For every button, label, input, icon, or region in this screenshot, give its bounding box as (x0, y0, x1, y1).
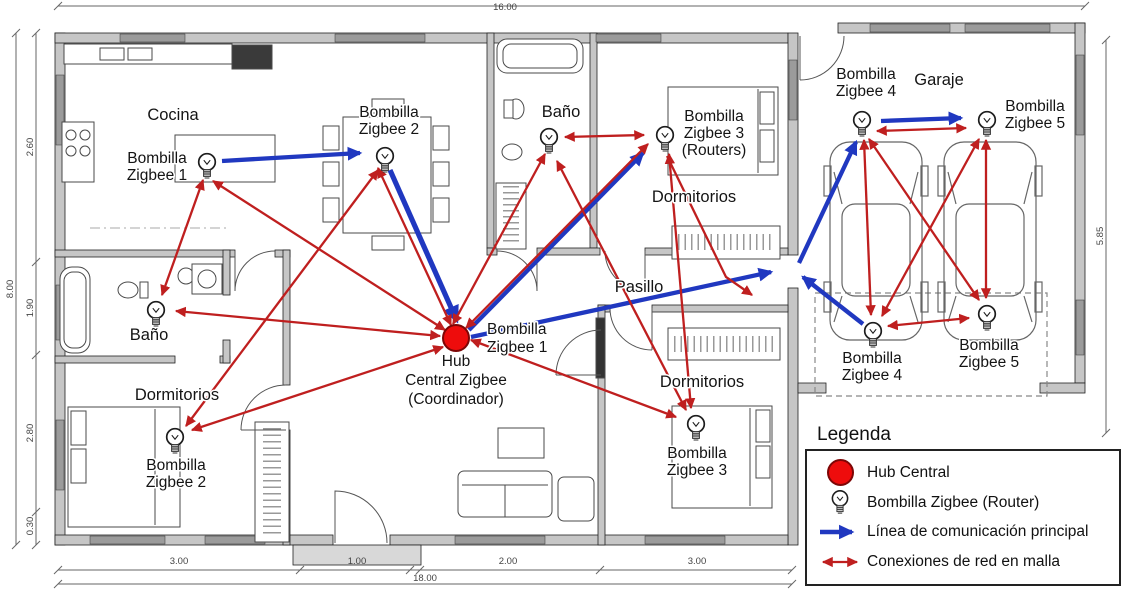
network-nodes (146, 110, 997, 454)
hub-central-dot (442, 324, 470, 352)
zigbee-bulb-icon (813, 489, 867, 517)
room-label: Pasillo (615, 278, 664, 296)
bombilla-zigbee-1-label: Zigbee 1 (487, 339, 547, 356)
bulb-label: Zigbee 1 (127, 167, 187, 184)
hub-label: (Coordinador) (408, 391, 504, 408)
room-label: Cocina (147, 106, 199, 124)
legend-title: Legenda (817, 424, 891, 445)
zigbee-bulb-icon (977, 304, 997, 331)
dimension-label: 8.00 (5, 280, 16, 299)
room-label: Dormitorios (652, 188, 736, 206)
legend: Legenda Hub Central Bombilla Zigbee (Rou… (805, 424, 1121, 586)
room-label: Garaje (914, 71, 964, 89)
legend-item-hub: Hub Central (813, 458, 1113, 488)
dimension-label: 3.00 (688, 556, 707, 567)
zigbee-bulb-icon (852, 110, 872, 137)
bulb-label: Zigbee 3 (667, 462, 727, 479)
legend-item-bulb: Bombilla Zigbee (Router) (813, 488, 1113, 518)
bulb-label: Bombilla (1005, 98, 1065, 115)
mesh-connection-arrow (185, 169, 379, 427)
mesh-connection-arrow (469, 338, 678, 419)
legend-item-label: Línea de comunicación principal (867, 523, 1089, 541)
room-label: Dormitorios (660, 373, 744, 391)
dimension-label: 3.00 (170, 556, 189, 567)
bulb-label: Bombilla (842, 350, 902, 367)
bulb-label: Zigbee 2 (146, 474, 206, 491)
bulb-label: (Routers) (682, 142, 747, 159)
bulb-label: Bombilla (959, 337, 1019, 354)
bulb-label: Zigbee 4 (836, 83, 897, 100)
car-icon (823, 141, 929, 341)
legend-item-main-line: Línea de comunicación principal (813, 518, 1113, 548)
hub-label: Central Zigbee (405, 372, 507, 389)
dimension-label: 5.85 (1095, 227, 1106, 246)
mesh-connection-arrow (174, 306, 442, 341)
bulb-label: Zigbee 4 (842, 367, 903, 384)
main-communication-arrow (221, 146, 363, 164)
legend-item-label: Conexiones de red en malla (867, 553, 1061, 571)
bombilla-zigbee-1-label: Bombilla (487, 321, 547, 338)
network-edges (160, 111, 992, 432)
room-label: Baño (130, 326, 169, 344)
mesh-connection-arrow (563, 130, 646, 142)
mesh-connection-arrow (859, 138, 876, 317)
dimension-label: 2.80 (25, 424, 36, 443)
dimension-label: 1.90 (25, 299, 36, 318)
dimension-label: 2.00 (499, 556, 518, 567)
bulb-label: Bombilla (146, 457, 206, 474)
bulb-label: Zigbee 3 (684, 125, 744, 142)
dimension-label: 2.60 (25, 138, 36, 157)
room-label: Baño (542, 103, 581, 121)
legend-item-mesh-line: Conexiones de red en malla (813, 547, 1113, 577)
mesh-connection-arrow (376, 166, 453, 327)
zigbee-bulb-icon (146, 300, 166, 327)
bulb-label: Zigbee 5 (959, 354, 1019, 371)
mesh-connection-arrow (880, 137, 981, 318)
dimension-label: 18.00 (413, 573, 437, 584)
main-communication-arrow (880, 111, 964, 126)
legend-item-label: Bombilla Zigbee (Router) (867, 493, 1040, 511)
dimension-label: 16.00 (493, 2, 517, 13)
mesh-connection-arrow (868, 138, 980, 301)
bulb-label: Bombilla (127, 150, 187, 167)
bulb-label: Zigbee 2 (359, 121, 419, 138)
bulb-label: Bombilla (836, 66, 896, 83)
bulb-label: Bombilla (359, 104, 419, 121)
dimension-label: 0.30 (25, 517, 36, 536)
hub-label: Hub (442, 353, 470, 370)
hub-central-icon (813, 459, 867, 487)
zigbee-bulb-icon (977, 110, 997, 137)
bulb-label: Bombilla (667, 445, 727, 462)
zigbee-bulb-icon (863, 321, 883, 348)
legend-item-label: Hub Central (867, 463, 950, 481)
dimension-label: 1.00 (348, 556, 367, 567)
mesh-connection-arrow (665, 155, 753, 296)
bulb-label: Bombilla (684, 108, 744, 125)
mesh-connection-arrow (875, 123, 968, 136)
legend-box: Hub Central Bombilla Zigbee (Router) Lín… (805, 449, 1121, 586)
mesh-connection-arrow (886, 313, 971, 331)
dimension-lines (11, 1, 1111, 589)
bulb-label: Zigbee 5 (1005, 115, 1065, 132)
room-label: Dormitorios (135, 386, 219, 404)
red-double-arrow-icon (813, 554, 867, 570)
mesh-connection-arrow (664, 152, 696, 410)
zigbee-bulb-icon (539, 127, 559, 154)
blue-arrow-icon (813, 524, 867, 540)
main-communication-arrow (801, 275, 865, 326)
main-communication-arrow (797, 139, 858, 264)
